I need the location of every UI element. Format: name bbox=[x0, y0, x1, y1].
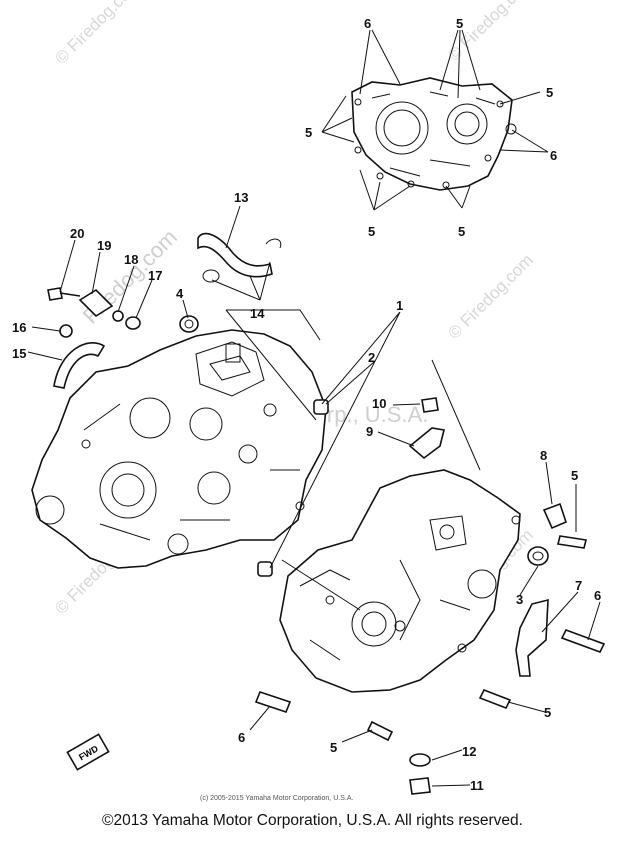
callout-5: 5 bbox=[571, 468, 578, 483]
callout-11: 11 bbox=[470, 778, 484, 793]
small-parts: FWD bbox=[47, 232, 606, 795]
plate-19 bbox=[78, 288, 114, 318]
callout-19: 19 bbox=[97, 238, 111, 253]
callout-6: 6 bbox=[594, 588, 601, 603]
washer-12 bbox=[409, 753, 431, 767]
breather-hose bbox=[197, 232, 273, 278]
callout-5: 5 bbox=[546, 85, 553, 100]
cable-guide-15 bbox=[53, 342, 106, 389]
drain-plug-11 bbox=[409, 777, 431, 795]
collar-17 bbox=[125, 316, 141, 330]
left-crankcase-half bbox=[31, 329, 327, 569]
callout-5: 5 bbox=[305, 125, 312, 140]
bolt-6 bbox=[254, 691, 292, 713]
watermark-site: © Firedog.com bbox=[444, 250, 536, 342]
watermark-site: © Firedog.com bbox=[444, 0, 536, 65]
right-crankcase-half bbox=[279, 469, 521, 693]
bracket-7 bbox=[515, 598, 549, 677]
callout-15: 15 bbox=[12, 346, 26, 361]
callout-20: 20 bbox=[70, 226, 84, 241]
callout-9: 9 bbox=[366, 424, 373, 439]
callout-5: 5 bbox=[456, 16, 463, 31]
plug-16 bbox=[59, 324, 73, 338]
callout-1: 1 bbox=[396, 298, 403, 313]
callout-18: 18 bbox=[124, 252, 138, 267]
bolt-5 bbox=[557, 535, 587, 549]
bolt-5 bbox=[478, 688, 512, 710]
callout-6: 6 bbox=[238, 730, 245, 745]
dowel-pin-2 bbox=[313, 399, 329, 415]
bolt-20 bbox=[47, 287, 81, 301]
bolt-6 bbox=[560, 629, 606, 653]
clamp-9 bbox=[408, 427, 445, 460]
callout-8: 8 bbox=[540, 448, 547, 463]
callout-16: 16 bbox=[12, 320, 26, 335]
callout-5: 5 bbox=[458, 224, 465, 239]
dowel-pin-2 bbox=[257, 561, 273, 577]
clamp-8 bbox=[542, 502, 567, 530]
bolt-5 bbox=[366, 720, 394, 742]
crankcase-side-view bbox=[351, 77, 517, 191]
fwd-arrow: FWD bbox=[66, 733, 110, 771]
callout-numbers: 6 5 5 5 6 5 5 13 20 19 18 17 4 14 16 15 … bbox=[12, 16, 601, 793]
hose-clip bbox=[202, 269, 220, 283]
callout-6: 6 bbox=[364, 16, 371, 31]
callout-3: 3 bbox=[516, 592, 523, 607]
callout-7: 7 bbox=[575, 578, 582, 593]
callout-2: 2 bbox=[368, 350, 375, 365]
callout-5: 5 bbox=[330, 740, 337, 755]
grommet-18 bbox=[112, 310, 124, 322]
callout-4: 4 bbox=[176, 286, 184, 301]
oil-seal-4 bbox=[179, 315, 199, 333]
callout-13: 13 bbox=[234, 190, 248, 205]
callout-5: 5 bbox=[368, 224, 375, 239]
hose-clip bbox=[265, 238, 282, 249]
callout-14: 14 bbox=[250, 306, 265, 321]
callout-12: 12 bbox=[462, 744, 476, 759]
bolt-10 bbox=[421, 397, 439, 413]
watermark-small-copyright: (c) 2005-2015 Yamaha Motor Corporation, … bbox=[200, 795, 353, 802]
callout-17: 17 bbox=[148, 268, 162, 283]
callout-10: 10 bbox=[372, 396, 386, 411]
watermark-site: © Firedog.com bbox=[51, 0, 143, 68]
callout-5: 5 bbox=[544, 705, 551, 720]
callout-6: 6 bbox=[550, 148, 557, 163]
oil-seal-3 bbox=[527, 546, 549, 566]
copyright-footer: ©2013 Yamaha Motor Corporation, U.S.A. A… bbox=[102, 812, 523, 829]
leader-lines bbox=[27, 29, 601, 787]
